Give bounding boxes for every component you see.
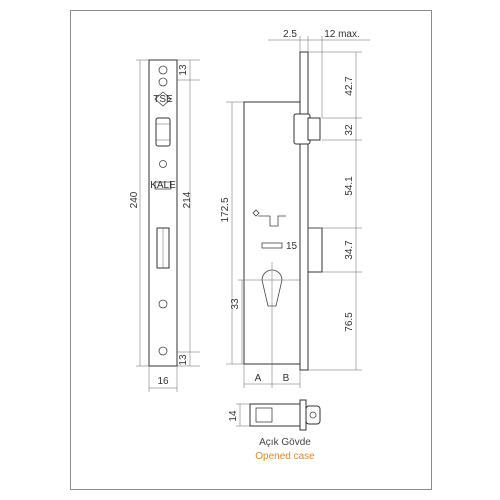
side-faceplate: [299, 51, 309, 371]
dim-side-lower: 34.7: [344, 240, 355, 260]
caption-english: Opened case: [255, 451, 315, 462]
dim-side-small: 15: [286, 241, 298, 252]
svg-text:KALE: KALE: [150, 180, 176, 191]
screw-hole-mid: [159, 160, 167, 168]
screw-hole-bottom-1: [158, 299, 168, 309]
kale-logo: KALE: [150, 180, 176, 191]
dim-bottom-offset: 13: [178, 354, 189, 366]
tse-logo: TSE: [153, 91, 173, 107]
side-latch-tip: [307, 117, 321, 141]
dim-front-width: 16: [157, 376, 169, 387]
dim-projection: 12 max.: [324, 29, 360, 40]
screw-hole-bottom-2: [158, 346, 168, 356]
caption-turkish: Açık Gövde: [259, 437, 311, 448]
svg-text:TSE: TSE: [153, 94, 173, 105]
dim-opened-width: 14: [228, 410, 239, 422]
front-view: TSE KALE 240: [129, 59, 200, 392]
dim-label-b: B: [283, 373, 290, 384]
opened-case-latch: [305, 405, 321, 425]
side-view: 2.5 12 max. 42.7 32 54.1 34.7 76.5 172.5…: [220, 29, 370, 388]
screw-hole-top-1: [158, 65, 168, 75]
opened-case-body: [249, 403, 301, 427]
opened-case-inner: [255, 407, 273, 423]
dim-inner-height: 214: [182, 191, 193, 208]
opened-case-view: 14 Açık Gövde Opened case: [228, 399, 321, 462]
screw-hole-top-2: [158, 77, 168, 87]
latch-bolt: [155, 117, 171, 147]
dim-side-cyl-height: 33: [230, 298, 241, 310]
cylinder-profile: [261, 269, 283, 307]
mechanism-mark: [252, 209, 260, 217]
dim-backset-plate: 2.5: [283, 29, 297, 40]
dim-side-latch: 32: [344, 124, 355, 136]
mechanism-slot: [261, 242, 283, 249]
dim-total-height: 240: [129, 191, 140, 208]
faceplate: [148, 59, 178, 367]
opened-case-pin: [309, 411, 317, 419]
side-deadbolt: [307, 227, 323, 273]
dim-side-top: 42.7: [344, 76, 355, 96]
sheet-border: [70, 10, 432, 490]
dim-side-height: 172.5: [220, 197, 231, 222]
dim-side-mid: 54.1: [344, 176, 355, 196]
dim-label-a: A: [255, 373, 262, 384]
opened-case-plate: [299, 399, 307, 431]
dim-top-offset: 13: [178, 64, 189, 76]
mechanism-hook: [258, 215, 286, 227]
dim-side-bottom: 76.5: [344, 312, 355, 332]
